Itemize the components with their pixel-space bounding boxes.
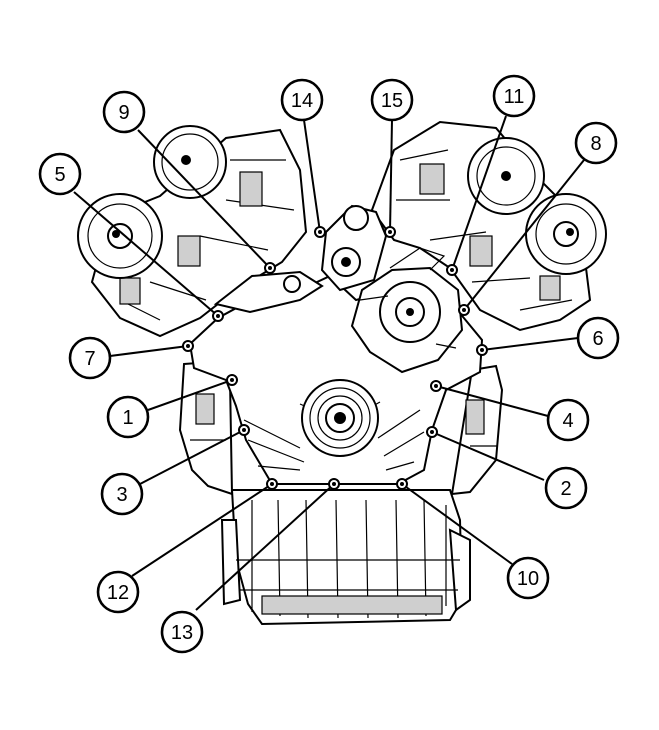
right-intake-cam-sprocket (467, 137, 545, 215)
callout-10: 10 (506, 556, 550, 600)
leader-line-10 (401, 483, 513, 565)
bolt-15 (384, 226, 396, 238)
leader-line-3 (139, 429, 245, 485)
callout-7: 7 (68, 336, 112, 380)
svg-text:8: 8 (590, 133, 601, 155)
bolt-7 (182, 340, 194, 352)
svg-text:4: 4 (562, 410, 573, 432)
leader-line-12 (131, 483, 273, 577)
right-exhaust-cam-sprocket (525, 193, 607, 275)
callout-11: 11 (492, 74, 536, 118)
bolt-9 (264, 262, 276, 274)
bolt-12 (266, 478, 278, 490)
bolt-13 (328, 478, 340, 490)
svg-text:6: 6 (592, 328, 603, 350)
callout-6: 6 (576, 316, 620, 360)
bolt-5 (212, 310, 224, 322)
svg-text:14: 14 (291, 90, 313, 112)
svg-text:1: 1 (122, 407, 133, 429)
bolt-8 (458, 304, 470, 316)
left-cylinder-head (90, 128, 308, 338)
timing-guide (213, 270, 324, 314)
svg-text:5: 5 (54, 164, 65, 186)
callouts: 1 2 3 4 5 6 7 8 9 10 11 (38, 74, 620, 654)
svg-text:9: 9 (118, 102, 129, 124)
svg-text:15: 15 (381, 90, 403, 112)
svg-text:13: 13 (171, 622, 193, 644)
callout-4: 4 (546, 398, 590, 442)
bolt-10 (396, 478, 408, 490)
right-cylinder-head (370, 120, 592, 332)
callout-15: 15 (370, 78, 414, 122)
bolt-14 (314, 226, 326, 238)
oil-pan (220, 489, 471, 626)
left-exhaust-cam-sprocket (77, 193, 163, 279)
engine-illustration (77, 120, 607, 626)
leader-lines (73, 115, 585, 611)
crankshaft-balancer (301, 379, 379, 457)
svg-text:11: 11 (504, 86, 525, 108)
leader-line-2 (431, 431, 545, 481)
water-outlet (320, 204, 388, 292)
engine-block (178, 360, 504, 496)
bolts (182, 226, 488, 490)
callout-8: 8 (574, 121, 618, 165)
callout-13: 13 (160, 610, 204, 654)
leader-line-15 (389, 119, 393, 233)
leader-line-14 (303, 119, 321, 233)
water-pump (350, 247, 464, 374)
callout-9: 9 (102, 90, 146, 134)
callout-14: 14 (280, 78, 324, 122)
callout-5: 5 (38, 152, 82, 196)
callout-2: 2 (544, 466, 588, 510)
bolt-2 (426, 426, 438, 438)
callout-1: 1 (106, 395, 150, 439)
bolt-3 (238, 424, 250, 436)
leader-line-11 (451, 115, 507, 271)
svg-text:2: 2 (560, 478, 571, 500)
bolt-6 (476, 344, 488, 356)
leader-line-7 (109, 345, 189, 357)
svg-text:12: 12 (107, 582, 129, 604)
leader-line-1 (147, 379, 233, 411)
svg-text:10: 10 (517, 568, 539, 590)
leader-line-13 (195, 483, 335, 611)
svg-text:7: 7 (84, 348, 95, 370)
bolt-4 (430, 380, 442, 392)
svg-text:3: 3 (116, 484, 127, 506)
leader-line-6 (481, 337, 579, 351)
bolt-1 (226, 374, 238, 386)
leader-line-8 (463, 159, 585, 311)
left-intake-cam-sprocket (153, 125, 227, 199)
callout-12: 12 (96, 570, 140, 614)
leader-line-4 (435, 385, 549, 417)
bolt-11 (446, 264, 458, 276)
leader-line-5 (73, 191, 219, 317)
callout-3: 3 (100, 472, 144, 516)
leader-line-9 (137, 129, 271, 269)
